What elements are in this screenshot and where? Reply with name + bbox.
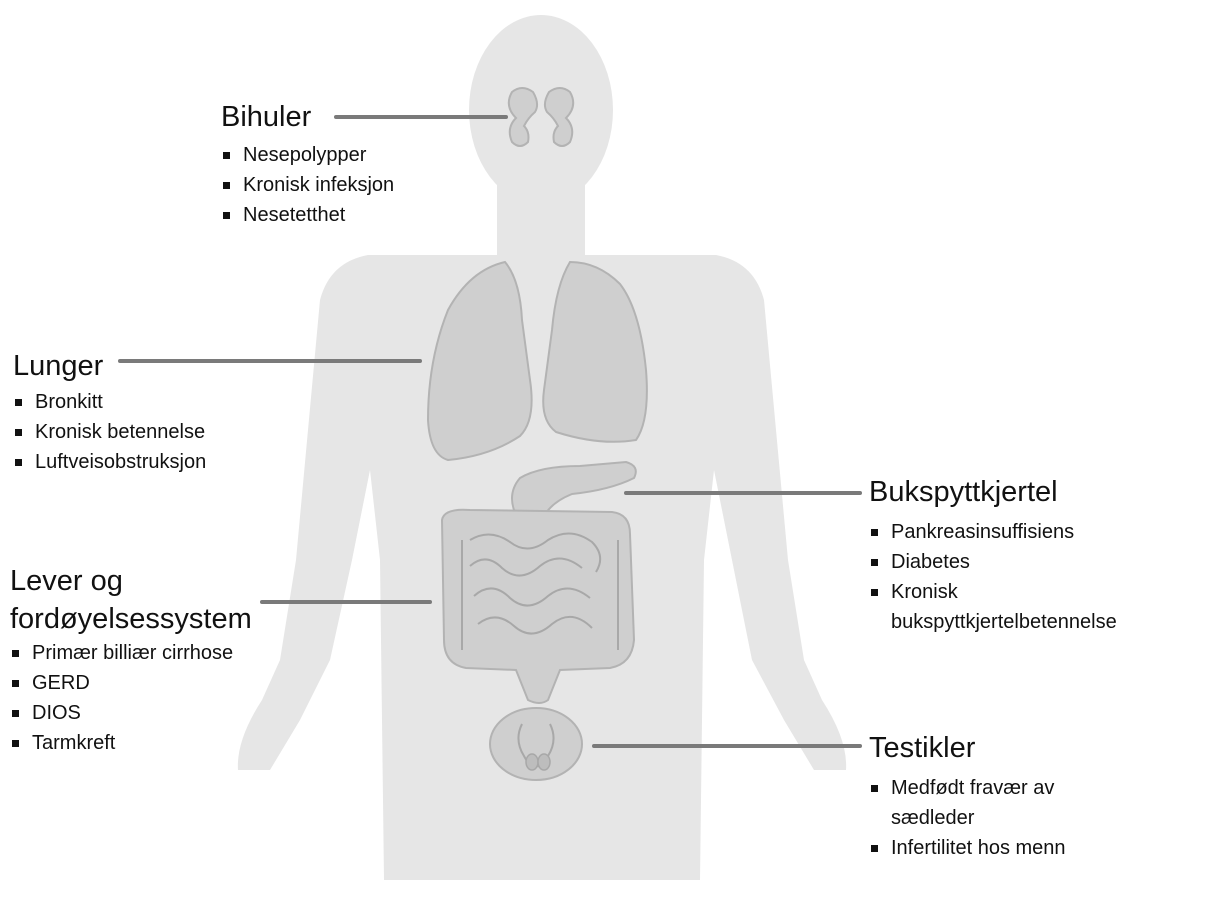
list-item: Kronisk betennelse [13,417,206,447]
list-item-line2: bukspyttkjertelbetennelse [891,611,1117,633]
list-item: Pankreasinsuffisiens [869,517,1189,547]
list-item: Nesetetthet [221,200,394,230]
list-item: Nesepolypper [221,140,394,170]
lungs-organ [426,260,648,462]
sinus-title: Bihuler [221,101,312,133]
list-item: Infertilitet hos menn [869,833,1169,863]
lungs-list: Bronkitt Kronisk betennelse Luftveisobst… [13,387,206,477]
pancreas-list: Pankreasinsuffisiens Diabetes Kronisk buk… [869,517,1189,637]
liver-label-group: Lever og fordøyelsessystem Primær billiæ… [10,562,310,758]
liver-title-line1: Lever og [10,565,123,597]
sinus-label-group: Bihuler Nesepolypper Kronisk infeksjon N… [221,98,394,230]
testes-organ [489,707,583,781]
leader-lines [118,115,862,748]
liver-title: Lever og fordøyelsessystem [10,562,310,638]
list-item-line1: Kronisk [891,581,958,603]
list-item-line1: Medfødt fravær av [891,777,1055,799]
testes-label-group: Testikler Medfødt fravær av sædleder Infe… [869,729,1169,863]
list-item: Tarmkreft [10,728,310,758]
testes-title: Testikler [869,732,976,764]
list-item: Diabetes [869,547,1189,577]
liver-list: Primær billiær cirrhose GERD DIOS Tarmkr… [10,638,310,758]
sinus-organ [507,87,575,147]
liver-title-line2: fordøyelsessystem [10,603,252,635]
list-item: Bronkitt [13,387,206,417]
list-item: GERD [10,668,310,698]
lungs-title: Lunger [13,350,104,382]
list-item-line2: sædleder [891,807,975,829]
pancreas-label-group: Bukspyttkjertel Pankreasinsuffisiens Dia… [869,473,1189,637]
pancreas-title: Bukspyttkjertel [869,476,1058,508]
testes-list: Medfødt fravær av sædleder Infertilitet h… [869,773,1169,863]
list-item: Kronisk infeksjon [221,170,394,200]
list-item: DIOS [10,698,310,728]
list-item: Medfødt fravær av sædleder [869,773,1169,833]
sinus-list: Nesepolypper Kronisk infeksjon Nesetetth… [221,140,394,230]
list-item: Primær billiær cirrhose [10,638,310,668]
list-item: Luftveisobstruksjon [13,447,206,477]
list-item: Kronisk bukspyttkjertelbetennelse [869,577,1189,637]
lungs-label-group: Lunger Bronkitt Kronisk betennelse Luftv… [13,347,206,477]
intestines-organ [440,508,636,704]
